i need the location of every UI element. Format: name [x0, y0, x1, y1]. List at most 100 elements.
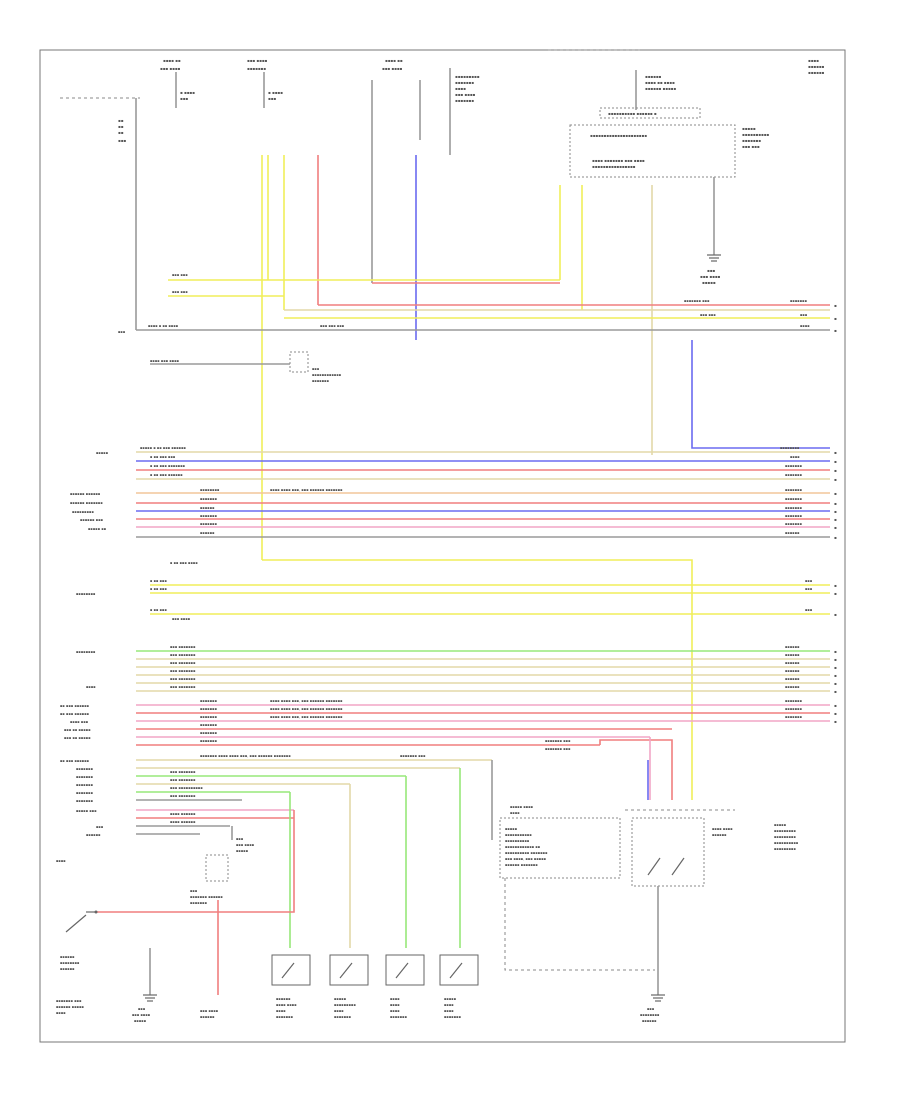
bus-group-1: ▪▪▪▪▪ ▪▪▪▪▪▪ ▪▪▪▪▪▪ ▪▪▪▪▪▪ ▪▪▪▪▪▪▪ ▪▪▪▪▪…: [70, 446, 830, 538]
svg-text:▪▪▪▪▪▪▪: ▪▪▪▪▪▪▪: [785, 506, 803, 510]
svg-text:▪▪▪▪ ▪▪▪▪ ▪▪▪, ▪▪▪ ▪▪▪▪▪▪ ▪▪▪▪: ▪▪▪▪ ▪▪▪▪ ▪▪▪, ▪▪▪ ▪▪▪▪▪▪ ▪▪▪▪▪▪▪: [270, 715, 343, 719]
svg-text:▪▪: ▪▪: [118, 124, 124, 129]
svg-text:▪▪▪▪▪▪▪: ▪▪▪▪▪▪▪: [444, 1015, 462, 1019]
svg-text:▪▪▪: ▪▪▪: [118, 138, 126, 143]
terminal-marker: ▪: [834, 491, 837, 496]
svg-text:▪▪▪▪▪▪▪▪▪: ▪▪▪▪▪▪▪▪▪: [455, 74, 480, 79]
svg-text:▪▪▪▪▪▪▪: ▪▪▪▪▪▪▪: [200, 723, 218, 727]
svg-text:▪▪▪▪▪▪▪: ▪▪▪▪▪▪▪: [785, 707, 803, 711]
svg-text:▪▪▪▪▪▪▪▪▪: ▪▪▪▪▪▪▪▪▪: [72, 510, 94, 514]
svg-text:▪▪▪▪▪ ▪▪▪▪: ▪▪▪▪▪ ▪▪▪▪: [510, 805, 534, 809]
svg-text:▪▪▪▪▪▪▪ ▪▪▪▪ ▪▪▪▪ ▪▪▪, ▪▪▪ ▪▪: ▪▪▪▪▪▪▪ ▪▪▪▪ ▪▪▪▪ ▪▪▪, ▪▪▪ ▪▪▪▪▪▪ ▪▪▪▪▪▪…: [200, 754, 291, 758]
svg-text:▪▪▪▪▪▪▪▪▪: ▪▪▪▪▪▪▪▪▪: [334, 1003, 356, 1007]
svg-text:▪▪▪▪▪: ▪▪▪▪▪: [742, 126, 756, 131]
terminal-marker: ▪: [834, 535, 837, 540]
svg-text:▪▪▪▪▪▪: ▪▪▪▪▪▪: [785, 685, 800, 689]
terminal-marker: ▪: [834, 649, 837, 654]
svg-text:▪▪▪▪▪▪▪▪▪▪▪▪▪▪▪▪: ▪▪▪▪▪▪▪▪▪▪▪▪▪▪▪▪: [592, 164, 636, 169]
svg-text:▪▪▪▪▪▪: ▪▪▪▪▪▪: [808, 64, 825, 69]
svg-text:▪▪▪ ▪▪▪▪: ▪▪▪ ▪▪▪▪: [455, 92, 476, 97]
terminal-marker: ▪: [834, 316, 837, 321]
terminal-marker: ▪: [834, 711, 837, 716]
svg-text:▪▪▪▪▪: ▪▪▪▪▪: [702, 280, 716, 285]
svg-text:▪▪▪: ▪▪▪: [647, 1007, 655, 1011]
svg-text:▪▪▪▪▪▪▪▪▪▪: ▪▪▪▪▪▪▪▪▪▪: [742, 132, 769, 137]
svg-text:▪▪▪▪▪▪▪: ▪▪▪▪▪▪▪: [390, 1015, 408, 1019]
svg-text:▪▪▪▪▪▪▪ ▪▪▪: ▪▪▪▪▪▪▪ ▪▪▪: [684, 299, 710, 303]
svg-text:▪▪▪▪▪▪▪: ▪▪▪▪▪▪▪: [785, 715, 803, 719]
switch-icon: ▪▪▪▪▪▪ ▪▪▪▪▪▪▪▪ ▪▪▪▪▪▪ ▪▪▪▪▪▪▪ ▪▪▪ ▪▪▪▪▪…: [56, 910, 98, 1015]
svg-text:▪ ▪▪ ▪▪▪: ▪ ▪▪ ▪▪▪: [150, 608, 167, 612]
svg-text:▪▪▪▪▪▪▪: ▪▪▪▪▪▪▪: [190, 901, 208, 905]
svg-text:▪▪▪▪ ▪▪▪▪ ▪▪▪, ▪▪▪ ▪▪▪▪▪▪ ▪▪▪▪: ▪▪▪▪ ▪▪▪▪ ▪▪▪, ▪▪▪ ▪▪▪▪▪▪ ▪▪▪▪▪▪▪: [270, 699, 343, 703]
svg-text:▪▪▪▪▪▪▪: ▪▪▪▪▪▪▪: [785, 699, 803, 703]
door-switch-4: ▪▪▪▪▪ ▪▪▪▪ ▪▪▪▪ ▪▪▪▪▪▪▪: [439, 954, 479, 1019]
svg-text:▪▪▪ ▪▪▪▪: ▪▪▪ ▪▪▪▪: [132, 1013, 151, 1017]
svg-text:▪▪▪▪: ▪▪▪▪: [56, 859, 66, 863]
terminal-marker: ▪: [834, 525, 837, 530]
svg-text:▪▪▪: ▪▪▪: [138, 1007, 146, 1011]
svg-text:▪▪▪▪: ▪▪▪▪: [444, 1009, 454, 1013]
svg-text:▪▪▪▪▪▪▪▪: ▪▪▪▪▪▪▪▪: [640, 1013, 660, 1017]
svg-text:▪▪▪▪▪▪: ▪▪▪▪▪▪: [785, 653, 800, 657]
svg-text:▪▪▪▪ ▪▪▪▪: ▪▪▪▪ ▪▪▪▪: [712, 827, 733, 831]
svg-text:▪▪▪▪▪▪: ▪▪▪▪▪▪: [276, 997, 291, 1001]
terminal-marker: ▪: [834, 328, 837, 333]
svg-text:▪▪▪▪▪▪: ▪▪▪▪▪▪: [785, 669, 800, 673]
svg-text:▪▪▪▪▪▪▪: ▪▪▪▪▪▪▪: [200, 707, 218, 711]
svg-text:▪▪▪▪▪▪▪: ▪▪▪▪▪▪▪: [200, 514, 218, 518]
svg-text:▪▪▪▪▪▪▪: ▪▪▪▪▪▪▪: [455, 80, 474, 85]
svg-text:▪▪▪▪▪▪▪▪▪▪ ▪▪▪▪▪▪▪: ▪▪▪▪▪▪▪▪▪▪ ▪▪▪▪▪▪▪: [505, 851, 548, 855]
svg-text:▪▪▪▪▪: ▪▪▪▪▪: [774, 823, 787, 827]
svg-text:▪▪▪: ▪▪▪: [805, 587, 813, 591]
svg-text:▪▪▪ ▪▪▪▪: ▪▪▪ ▪▪▪▪: [160, 66, 181, 71]
svg-text:▪▪▪: ▪▪▪: [707, 268, 715, 273]
ground-icon: ▪▪▪ ▪▪▪▪▪▪▪▪ ▪▪▪▪▪▪: [640, 994, 665, 1023]
terminal-marker: ▪: [834, 657, 837, 662]
svg-text:▪▪▪▪: ▪▪▪▪: [56, 1011, 66, 1015]
svg-text:▪▪▪ ▪▪▪▪▪▪▪: ▪▪▪ ▪▪▪▪▪▪▪: [170, 645, 196, 649]
svg-text:▪▪▪▪▪▪▪: ▪▪▪▪▪▪▪: [785, 497, 803, 501]
svg-text:▪▪▪ ▪▪▪ ▪▪▪: ▪▪▪ ▪▪▪ ▪▪▪: [320, 324, 345, 328]
terminal-marker: ▪: [834, 468, 837, 473]
svg-text:▪▪▪▪▪▪▪▪▪▪▪▪ ▪▪: ▪▪▪▪▪▪▪▪▪▪▪▪ ▪▪: [505, 845, 541, 849]
svg-text:▪▪▪▪▪▪▪: ▪▪▪▪▪▪▪: [76, 791, 94, 795]
svg-text:▪▪▪ ▪▪▪: ▪▪▪ ▪▪▪: [172, 273, 188, 277]
terminal-marker: ▪: [834, 477, 837, 482]
svg-text:▪▪▪ ▪▪▪▪: ▪▪▪ ▪▪▪▪: [236, 843, 255, 847]
svg-text:▪▪▪▪▪▪▪▪: ▪▪▪▪▪▪▪▪: [76, 650, 96, 654]
svg-text:▪▪▪ ▪▪▪▪▪▪▪: ▪▪▪ ▪▪▪▪▪▪▪: [170, 778, 196, 782]
svg-text:▪ ▪▪ ▪▪▪ ▪▪▪▪▪▪▪: ▪ ▪▪ ▪▪▪ ▪▪▪▪▪▪▪: [150, 464, 186, 468]
door-switch-3: ▪▪▪▪ ▪▪▪▪ ▪▪▪▪ ▪▪▪▪▪▪▪: [385, 954, 425, 1019]
svg-text:▪▪▪▪ ▪▪▪: ▪▪▪▪ ▪▪▪: [70, 720, 89, 724]
svg-text:▪▪▪ ▪▪▪▪: ▪▪▪ ▪▪▪▪: [382, 66, 403, 71]
svg-text:▪▪▪▪▪▪▪: ▪▪▪▪▪▪▪: [742, 138, 761, 143]
svg-text:▪ ▪▪▪▪: ▪ ▪▪▪▪: [180, 90, 195, 95]
svg-text:▪▪▪▪▪▪: ▪▪▪▪▪▪: [200, 531, 215, 535]
svg-text:▪ ▪▪ ▪▪▪: ▪ ▪▪ ▪▪▪: [150, 579, 167, 583]
svg-text:▪▪▪▪▪▪: ▪▪▪▪▪▪: [642, 1019, 657, 1023]
svg-text:▪▪▪▪ ▪▪: ▪▪▪▪ ▪▪: [163, 58, 181, 63]
svg-text:▪▪▪▪▪▪▪: ▪▪▪▪▪▪▪: [276, 1015, 294, 1019]
terminal-marker: ▪: [834, 450, 837, 455]
terminal-marker: ▪: [834, 501, 837, 506]
terminal-marker: ▪: [834, 673, 837, 678]
svg-text:▪▪ ▪▪▪ ▪▪▪▪▪▪: ▪▪ ▪▪▪ ▪▪▪▪▪▪: [60, 712, 90, 716]
svg-text:▪▪▪▪▪: ▪▪▪▪▪: [134, 1019, 147, 1023]
svg-text:▪▪▪▪▪▪▪▪▪▪: ▪▪▪▪▪▪▪▪▪▪: [774, 841, 799, 845]
svg-text:▪▪▪ ▪▪▪▪▪▪▪: ▪▪▪ ▪▪▪▪▪▪▪: [170, 669, 196, 673]
svg-text:▪▪▪▪▪▪▪: ▪▪▪▪▪▪▪: [312, 379, 330, 383]
connector-icon: ▪▪▪ ▪▪▪▪▪▪▪ ▪▪▪▪▪▪ ▪▪▪▪▪▪▪ ▪▪▪ ▪▪▪ ▪▪▪▪ …: [190, 837, 255, 1019]
svg-text:▪▪▪▪: ▪▪▪▪: [808, 58, 819, 63]
svg-text:▪ ▪▪ ▪▪▪ ▪▪▪▪: ▪ ▪▪ ▪▪▪ ▪▪▪▪: [170, 561, 198, 565]
svg-text:▪▪▪▪▪▪▪: ▪▪▪▪▪▪▪: [785, 488, 803, 492]
svg-text:▪▪▪▪▪▪ ▪▪▪▪▪▪▪: ▪▪▪▪▪▪ ▪▪▪▪▪▪▪: [70, 501, 103, 505]
svg-text:▪▪▪ ▪▪▪▪▪▪▪: ▪▪▪ ▪▪▪▪▪▪▪: [170, 685, 196, 689]
svg-text:▪▪▪▪▪▪▪: ▪▪▪▪▪▪▪: [76, 767, 94, 771]
terminal-marker: ▪: [834, 612, 837, 617]
svg-text:▪▪▪▪▪▪▪: ▪▪▪▪▪▪▪: [76, 799, 94, 803]
ground-icon: ▪▪▪ ▪▪▪ ▪▪▪▪ ▪▪▪▪▪: [132, 948, 157, 1023]
svg-text:▪▪▪▪▪▪ ▪▪▪▪▪: ▪▪▪▪▪▪ ▪▪▪▪▪: [645, 86, 676, 91]
top-right-module: ▪▪▪▪▪▪ ▪▪▪▪ ▪▪ ▪▪▪▪ ▪▪▪▪▪▪ ▪▪▪▪▪ ▪▪▪▪▪▪▪…: [569, 58, 825, 178]
